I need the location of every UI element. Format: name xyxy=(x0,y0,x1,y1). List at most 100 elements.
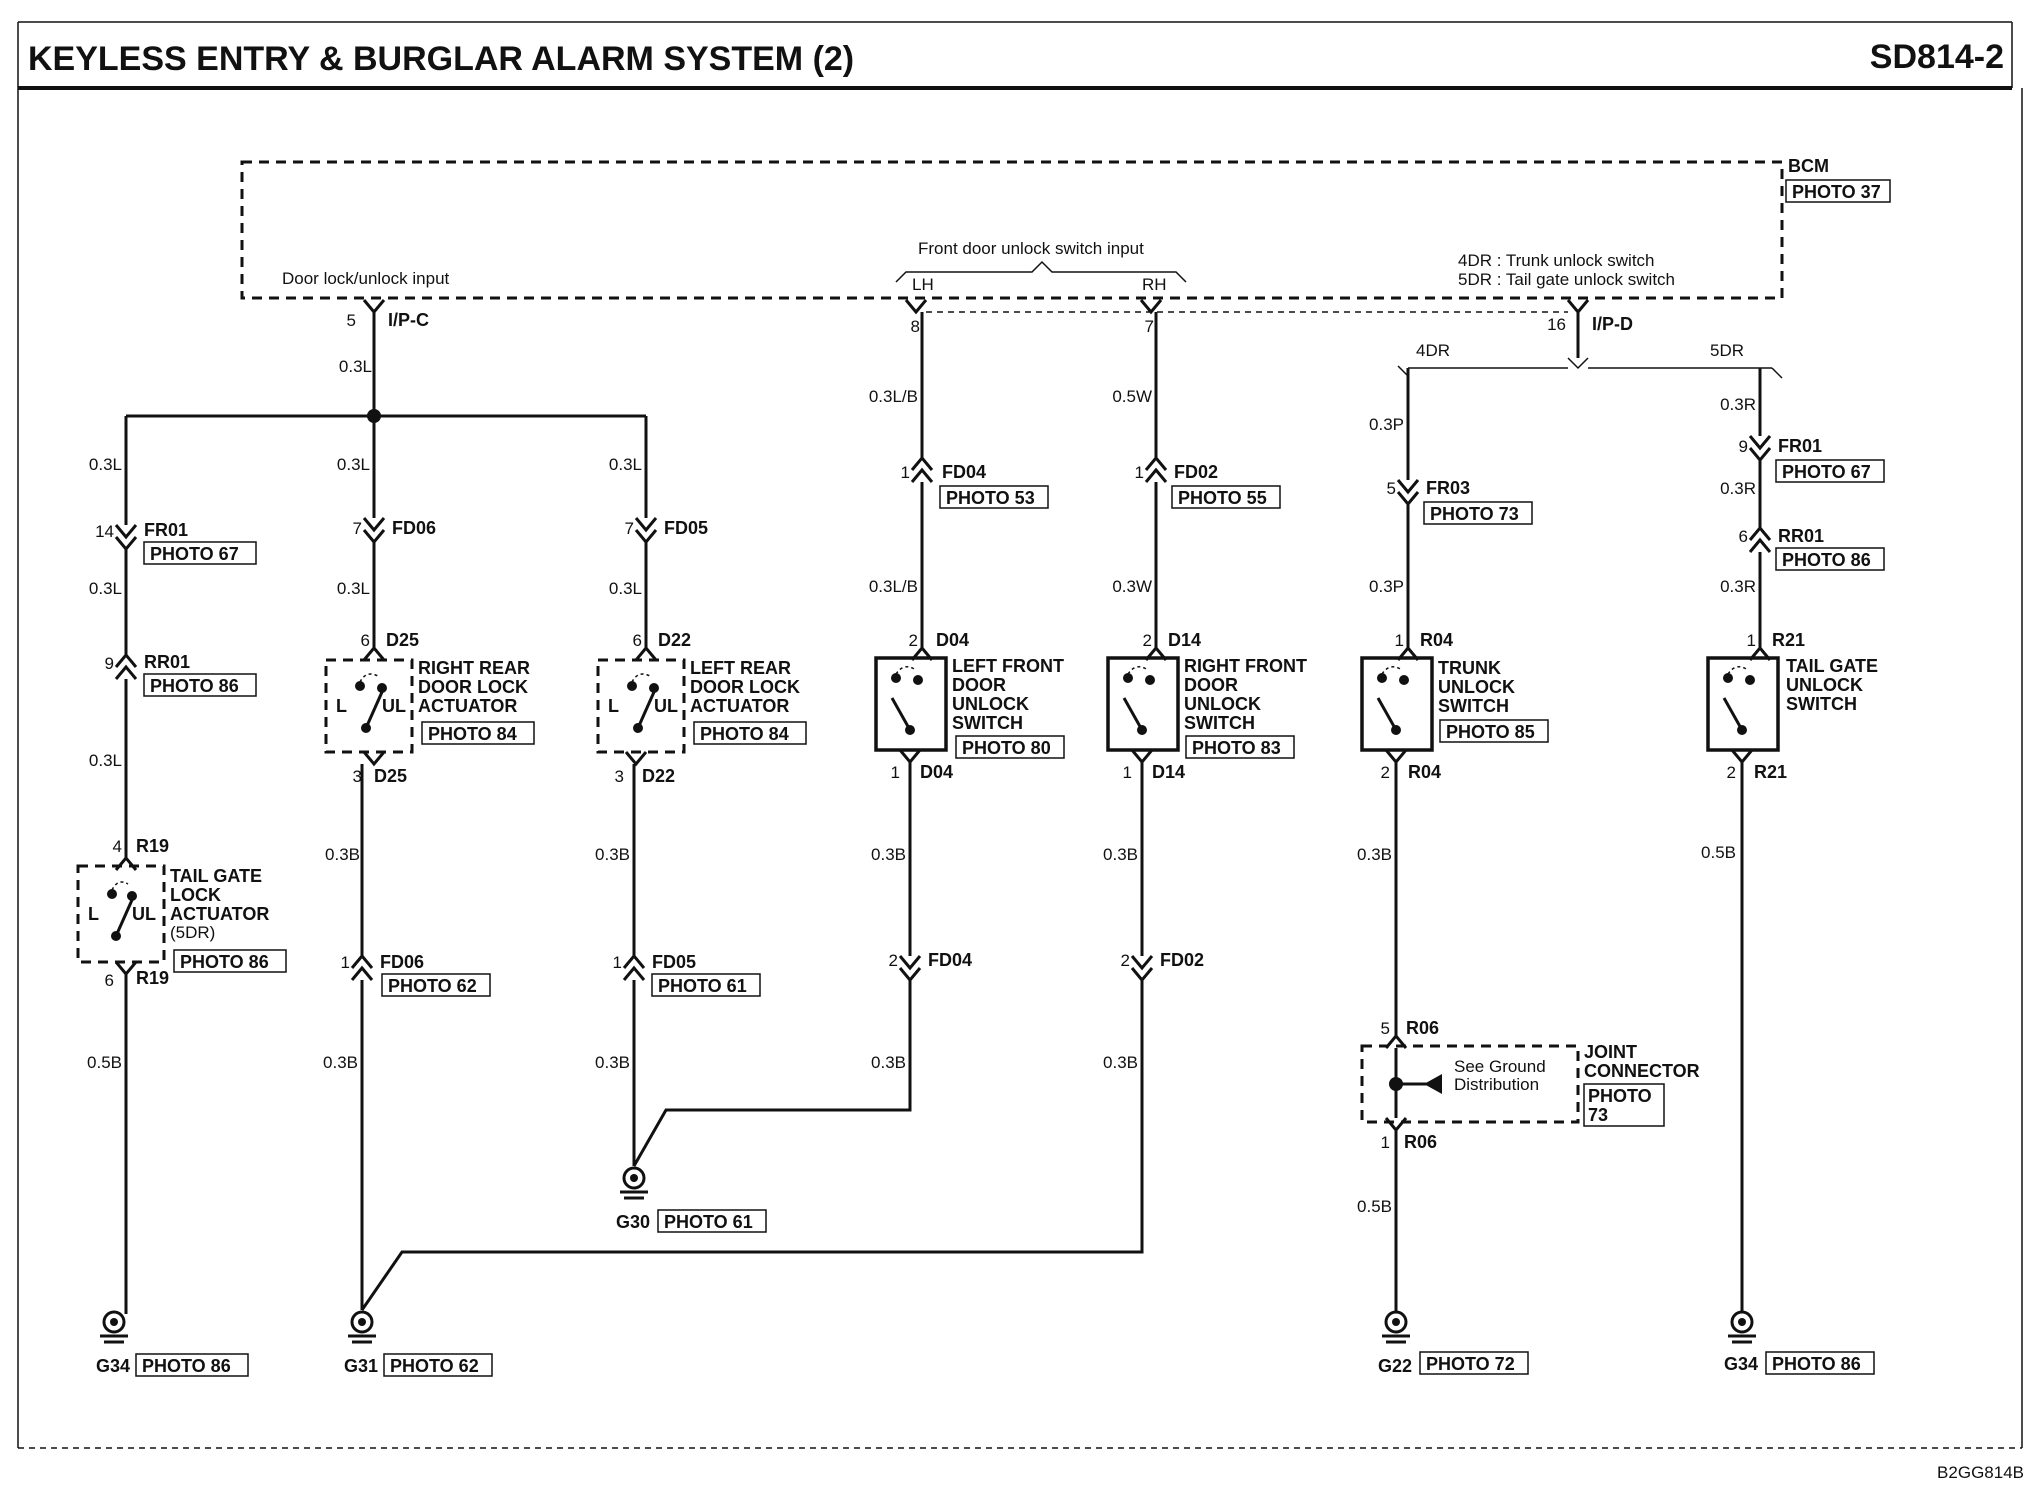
trunk-switch-photo: PHOTO 85 xyxy=(1446,722,1535,742)
r19-bot-connector: R19 xyxy=(136,968,169,988)
rr01b-pin-symbol xyxy=(1748,525,1772,541)
fd06-bot-pin-number: 1 xyxy=(341,953,350,972)
g34-right-label: G34 xyxy=(1724,1354,1758,1374)
ground-g22 xyxy=(1382,1310,1410,1344)
fd05-top-pin-number: 7 xyxy=(625,519,634,538)
g22-photo-box xyxy=(1419,1351,1529,1375)
wire-label: 0.5B xyxy=(87,1053,122,1072)
tailgate-lock-photo: PHOTO 86 xyxy=(180,952,269,972)
fd04-bot-connector: FD04 xyxy=(928,950,972,970)
lf-switch-label-4: SWITCH xyxy=(952,713,1023,733)
wire-label: 0.3B xyxy=(323,1053,358,1072)
lh-pin-symbol xyxy=(904,299,928,315)
d22-top-pin-number: 6 xyxy=(633,631,642,650)
lf-switch-label-3: UNLOCK xyxy=(952,694,1029,714)
wire-label: 0.3L/B xyxy=(869,577,918,596)
g34-left-photo: PHOTO 86 xyxy=(142,1356,231,1376)
wire-label: 0.3P xyxy=(1369,577,1404,596)
r06-top-connector: R06 xyxy=(1406,1018,1439,1038)
r19-top-connector: R19 xyxy=(136,836,169,856)
wire-label: 0.3B xyxy=(1357,845,1392,864)
trunk-switch-box xyxy=(1360,656,1434,752)
tailgate-lock-actuator-box xyxy=(76,864,166,964)
r06-bot-pin-number: 1 xyxy=(1381,1133,1390,1152)
wire-label: 0.3L xyxy=(609,579,642,598)
actuator-arc xyxy=(631,673,651,683)
fd06-top-pin-number: 7 xyxy=(353,519,362,538)
d25-bot-connector: D25 xyxy=(374,766,407,786)
lr-actuator-box xyxy=(596,658,686,754)
rf-switch-label-3: UNLOCK xyxy=(1184,694,1261,714)
wire-label: 0.3B xyxy=(1103,845,1138,864)
tailgate-switch-box xyxy=(1706,656,1780,752)
ipc-pin-symbol xyxy=(362,299,386,315)
d25-bot-pin-symbol xyxy=(362,751,386,767)
front-door-input-label: Front door unlock switch input xyxy=(918,239,1144,258)
fd06-bot-pin-symbol-2 xyxy=(350,965,374,981)
lf-switch-box xyxy=(874,656,948,752)
g22-photo: PHOTO 72 xyxy=(1426,1354,1515,1374)
tailgate-switch-label-3: SWITCH xyxy=(1786,694,1857,714)
wire-label: 0.3B xyxy=(325,845,360,864)
rf-switch-label-1: RIGHT FRONT xyxy=(1184,656,1307,676)
g30-photo-box xyxy=(657,1209,767,1233)
r21-bot-connector: R21 xyxy=(1754,762,1787,782)
actuator-lever xyxy=(364,691,384,729)
fd02-bot-pin-number: 2 xyxy=(1121,951,1130,970)
r06-bot-connector: R06 xyxy=(1404,1132,1437,1152)
fd06-photo: PHOTO 62 xyxy=(388,976,477,996)
fr01b-pin-number: 9 xyxy=(1739,437,1748,456)
rr-actuator-box xyxy=(324,658,414,754)
rr01b-photo-box xyxy=(1775,547,1885,571)
fr01-photo: PHOTO 67 xyxy=(150,544,239,564)
d04-top-connector: D04 xyxy=(936,630,969,650)
switch-contact xyxy=(1745,675,1755,685)
g34-right-photo-box xyxy=(1765,1351,1875,1375)
lh-label: LH xyxy=(912,275,934,294)
rh-pin-number: 7 xyxy=(1145,317,1154,336)
rr01-photo-box xyxy=(143,673,257,697)
actuator-contact xyxy=(649,683,659,693)
rr01-connector: RR01 xyxy=(144,652,190,672)
actuator-contact xyxy=(355,681,365,691)
wire-label: 0.3B xyxy=(871,845,906,864)
wire-label: 0.3L xyxy=(89,751,122,770)
d04-bot-pin-number: 1 xyxy=(891,763,900,782)
wire-label: 0.3B xyxy=(595,845,630,864)
fd05-photo: PHOTO 61 xyxy=(658,976,747,996)
r04-bot-pin-number: 2 xyxy=(1381,763,1390,782)
fd04-bot-pin-symbol xyxy=(898,955,922,971)
rr-actuator-l: L xyxy=(336,696,347,716)
d04-bot-connector: D04 xyxy=(920,762,953,782)
tailgate-lock-label-3: ACTUATOR xyxy=(170,904,269,924)
d22-bot-pin-symbol xyxy=(624,751,648,767)
r04-top-connector: R04 xyxy=(1420,630,1453,650)
fr01-photo-box xyxy=(143,541,257,565)
fd04-photo: PHOTO 53 xyxy=(946,488,1035,508)
d22-bot-connector: D22 xyxy=(642,766,675,786)
wire-label: 0.5B xyxy=(1357,1197,1392,1216)
fd02-top-pin-number: 1 xyxy=(1135,463,1144,482)
switch-contact xyxy=(1377,673,1387,683)
fd06-bot-connector: FD06 xyxy=(380,952,424,972)
g34-left-label: G34 xyxy=(96,1356,130,1376)
switch-lever xyxy=(890,697,912,731)
fd02-top-pin-symbol-2 xyxy=(1144,467,1168,483)
g30-label: G30 xyxy=(616,1212,650,1232)
rr01-pin-symbol-2 xyxy=(114,664,138,680)
tailgate-switch-label-2: UNLOCK xyxy=(1786,675,1863,695)
g31-label: G31 xyxy=(344,1356,378,1376)
actuator-lever xyxy=(114,899,134,937)
fr03-pin-symbol xyxy=(1396,479,1420,495)
lr-actuator-label-1: LEFT REAR xyxy=(690,658,791,678)
d22-bot-pin-number: 3 xyxy=(615,767,624,786)
d14-top-pin-symbol xyxy=(1144,645,1168,661)
fd04-top-pin-number: 1 xyxy=(901,463,910,482)
wire-label: 0.3B xyxy=(595,1053,630,1072)
fd04-top-pin-symbol-2 xyxy=(910,467,934,483)
switch-arc xyxy=(895,666,917,675)
wire-label: 0.3L xyxy=(337,455,370,474)
switch-contact xyxy=(1123,673,1133,683)
